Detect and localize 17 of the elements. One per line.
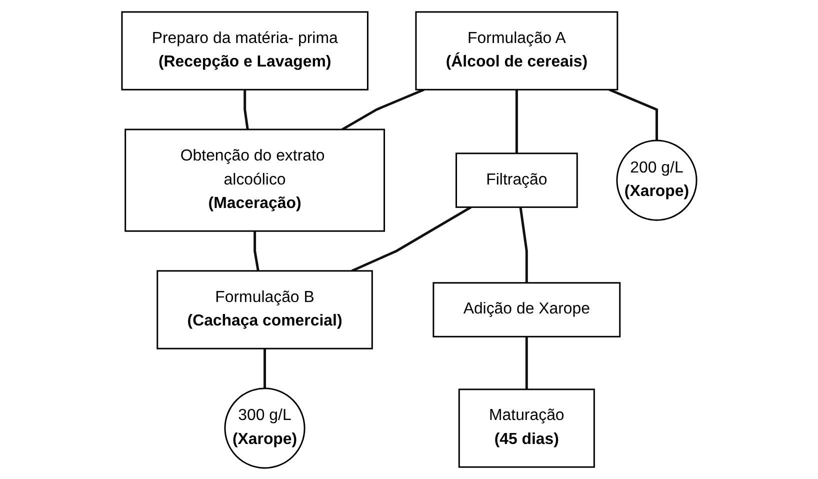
node-circle: 300 g/L (Xarope) [224,387,306,468]
connector [525,336,528,389]
node-box: Obtenção do extrato alcoólico (Maceração) [124,128,385,232]
connector [351,206,472,272]
node-box: Formulação A (Álcool de cereais) [414,10,618,90]
node-box: Maturação (45 dias) [458,388,595,468]
node-box: Filtração [455,152,578,208]
connector [341,88,424,130]
node-box: Formulação B (Cachaça comercial) [156,270,373,349]
connector [243,89,249,130]
connector [515,89,518,153]
node-box: Preparo da matéria- prima (Recepção e Lavagem) [120,10,368,90]
connector [518,206,528,282]
node-circle: 200 g/L (Xarope) [616,139,698,220]
connector [253,230,260,271]
node-box: Adição de Xarope [432,282,620,337]
connector [263,348,266,388]
